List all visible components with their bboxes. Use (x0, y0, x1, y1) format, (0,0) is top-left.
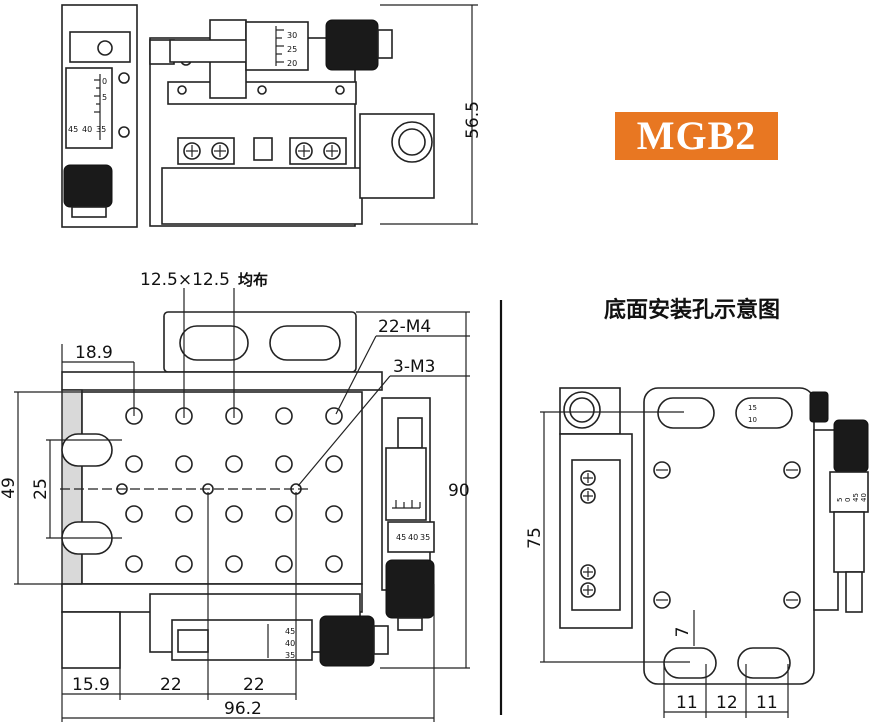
micrometer-scale-label: 20 (287, 59, 297, 68)
micrometer-scale-label: 40 (408, 533, 418, 542)
micrometer-scale-label: 45 (852, 493, 860, 502)
bottom-22-label: 22 (160, 675, 182, 695)
height-90-label: 90 (448, 481, 470, 501)
hole-pitch-suffix: 均布 (238, 271, 268, 289)
width-96-2-label: 96.2 (224, 699, 262, 719)
micrometer-scale-label: 40 (860, 493, 868, 502)
micrometer-scale-label: 45 (285, 627, 295, 636)
bottom-view-title: 底面安装孔示意图 (604, 298, 781, 323)
micrometer-scale-label: 5 (836, 498, 844, 502)
cross-screw-icon (580, 470, 596, 598)
model-badge: MGB2 (615, 112, 778, 160)
bottom-22-label: 22 (243, 675, 265, 695)
side-scale-label: 35 (96, 125, 106, 134)
front-view: 45 40 35 45 40 35 12.5×12.5 均布 22-M4 3-M… (0, 270, 470, 722)
side-scale-label: 45 (68, 125, 78, 134)
height-25-label: 25 (31, 478, 51, 500)
m3-holes-label: 3-M3 (393, 357, 435, 377)
micrometer-scale-label: 25 (287, 45, 297, 54)
side-scale-ticks (94, 79, 100, 113)
side-scale-label: 0 (102, 77, 107, 86)
knurled-knob-icon (809, 391, 829, 423)
cross-screw-icon (183, 142, 341, 160)
dim-12-label: 12 (716, 693, 738, 713)
micrometer-scale-label: 45 (396, 533, 406, 542)
m4-hole-grid (125, 407, 343, 573)
m4-holes-label: 22-M4 (378, 317, 431, 337)
height-75-label: 75 (525, 527, 545, 549)
knurled-knob-icon (319, 615, 375, 667)
scale-label: 10 (748, 416, 757, 424)
knurled-knob-icon (63, 164, 113, 208)
top-scale-ticks (276, 29, 284, 63)
bottom-15-9-label: 15.9 (72, 675, 110, 695)
side-scale-label: 40 (82, 125, 92, 134)
micrometer-scale-label: 0 (844, 498, 852, 502)
scale-label: 15 (748, 404, 757, 412)
right-scale-ticks (395, 500, 421, 508)
left-offset-label: 18.9 (75, 343, 113, 363)
micrometer-scale-label: 30 (287, 31, 297, 40)
knurled-knob-icon (833, 419, 869, 473)
dim-7-label: 7 (673, 627, 693, 638)
side-scale-label: 5 (102, 93, 107, 102)
micrometer-scale-label: 40 (285, 639, 295, 648)
micrometer-scale-label: 35 (285, 651, 295, 660)
hole-pitch-label: 12.5×12.5 (140, 270, 230, 290)
height-dim-label: 56.5 (463, 101, 483, 139)
dim-11-label: 11 (676, 693, 698, 713)
bottom-view: 15 10 5 0 45 40 75 7 11 (525, 387, 869, 718)
micrometer-scale-label: 35 (420, 533, 430, 542)
height-49-label: 49 (0, 477, 19, 499)
top-view: 0 5 45 40 35 30 25 20 (61, 4, 483, 228)
knurled-knob-icon (385, 559, 435, 619)
knurled-knob-icon (325, 19, 379, 71)
dim-11-label: 11 (756, 693, 778, 713)
mounting-screw-icon (653, 461, 801, 609)
